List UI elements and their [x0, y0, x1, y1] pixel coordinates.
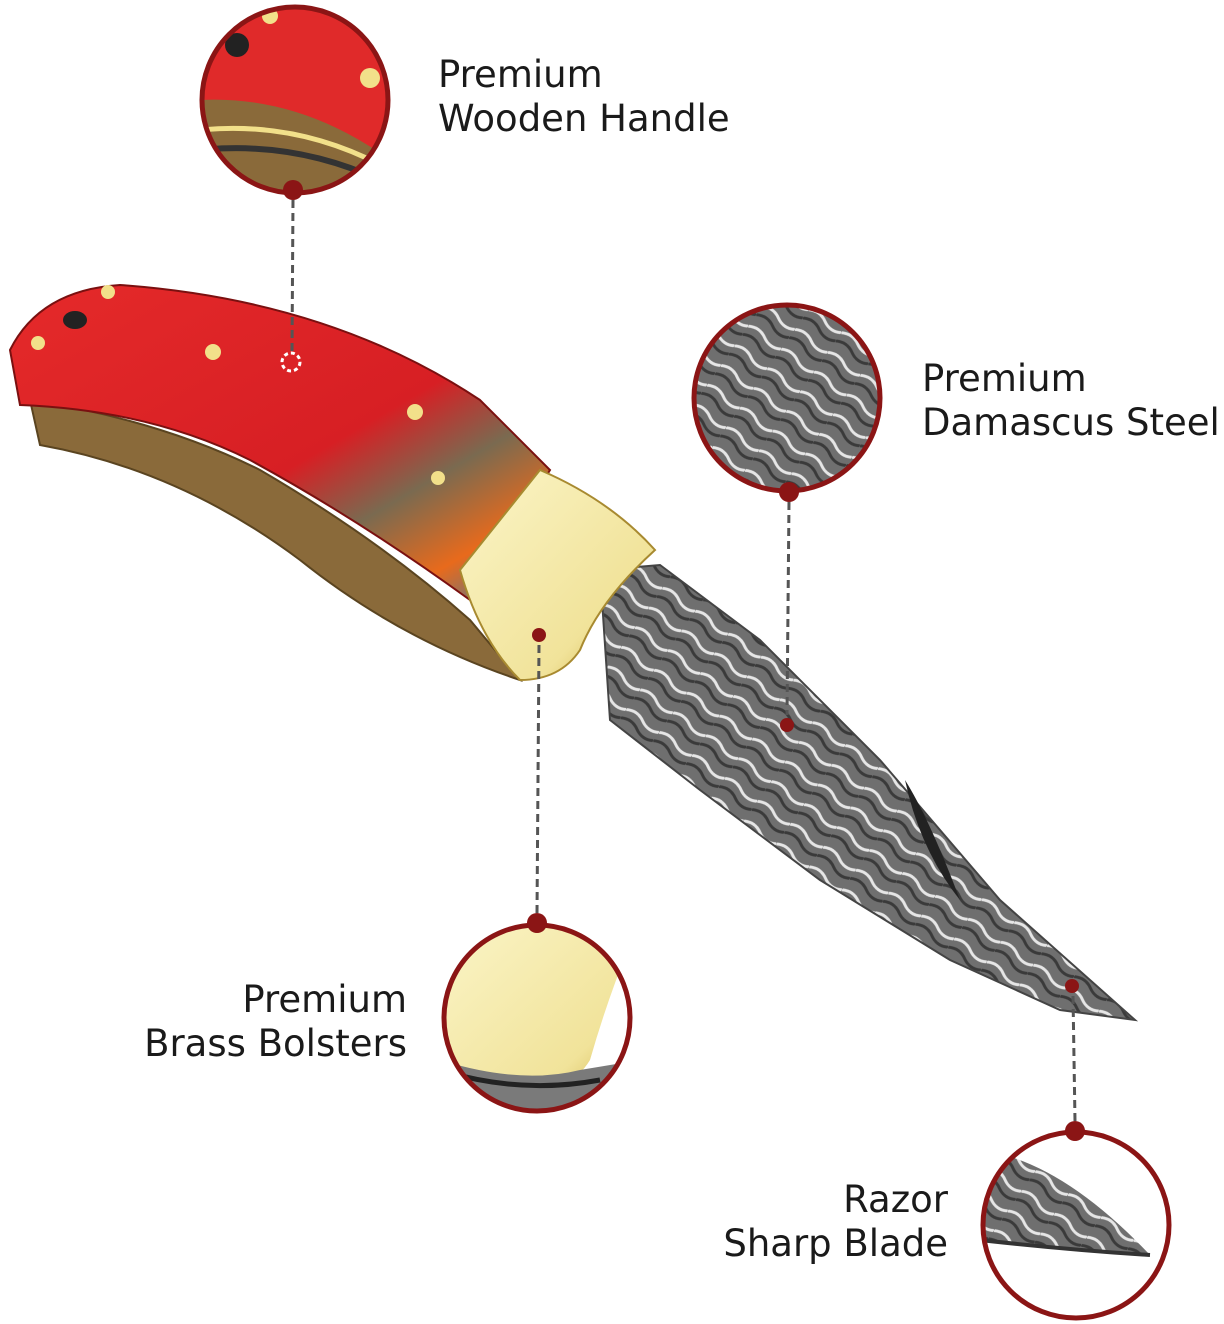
- label-line: Premium: [242, 978, 407, 1021]
- label-line: Wooden Handle: [438, 97, 730, 140]
- bolster-detail-callout: [441, 628, 633, 1114]
- label-line: Brass Bolsters: [144, 1022, 407, 1065]
- blade: [598, 563, 1139, 1022]
- handle-detail-callout: [199, 4, 391, 373]
- damascus-detail-callout: [691, 302, 883, 732]
- feature-label-damascus: Premium Damascus Steel: [922, 357, 1220, 445]
- blade-tip-detail-callout: [980, 979, 1172, 1321]
- label-line: Premium: [438, 53, 603, 96]
- blade-nail-nick: [905, 780, 960, 900]
- knife-image: [8, 283, 1139, 1022]
- feature-label-bolsters: Premium Brass Bolsters: [144, 978, 407, 1066]
- label-line: Premium: [922, 357, 1087, 400]
- label-line: Damascus Steel: [922, 401, 1220, 444]
- feature-label-handle: Premium Wooden Handle: [438, 53, 730, 141]
- brass-bolster: [458, 468, 657, 682]
- label-line: Razor: [843, 1178, 948, 1221]
- feature-label-blade: Razor Sharp Blade: [723, 1178, 948, 1266]
- label-line: Sharp Blade: [723, 1222, 948, 1265]
